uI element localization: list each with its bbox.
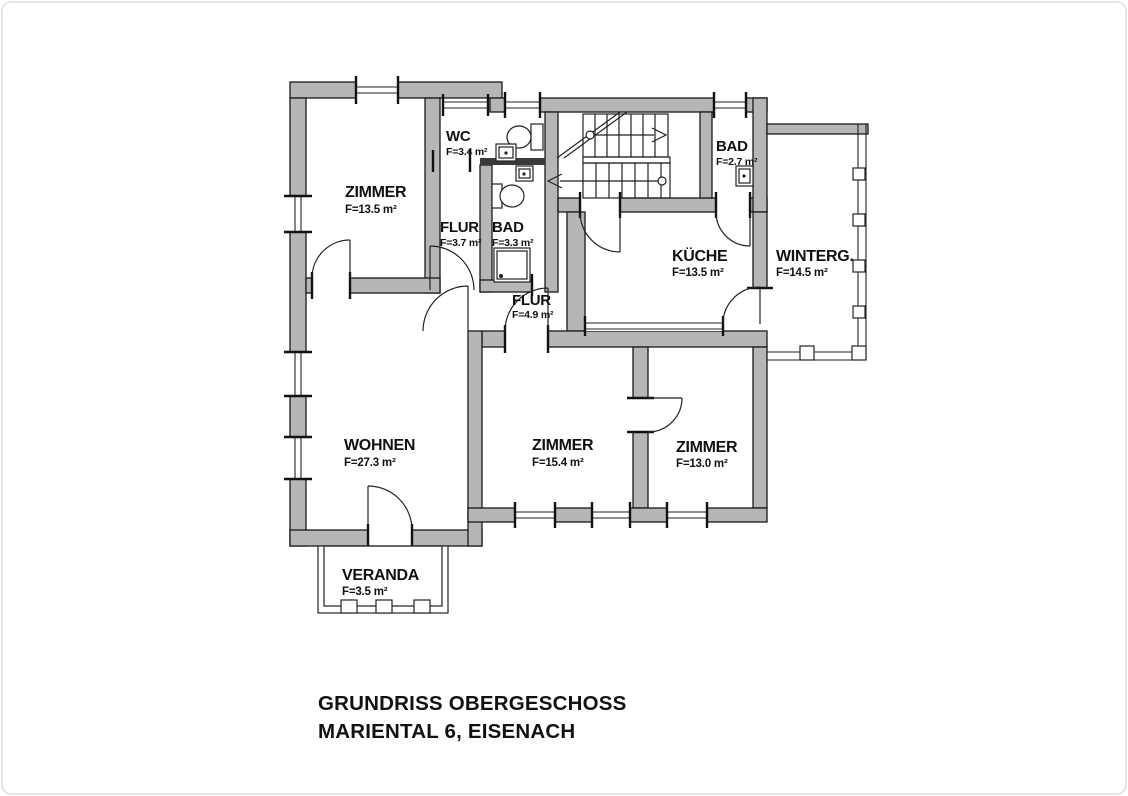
room-name: BAD [492,219,524,236]
plan-title-line1: GRUNDRISS OBERGESCHOSS [318,692,627,715]
veranda-post [340,599,358,614]
room-name: FLUR [440,219,479,236]
plan-title-line2: MARIENTAL 6, EISENACH [318,720,575,743]
room-name: ZIMMER [345,184,407,201]
wc-toilet-icon [506,125,532,149]
room-name: WINTERG. [776,248,854,265]
veranda-post [413,599,431,614]
bad-toilet-icon [499,184,525,208]
veranda-structure [317,545,449,614]
room-name: ZIMMER [676,439,738,456]
room-name: BAD [716,138,748,155]
title-block: GRUNDRISS OBERGESCHOSS MARIENTAL 6, EISE… [318,692,627,743]
stair-arrow-down-icon [546,173,563,189]
room-area: F=3.3 m² [492,237,534,249]
stair-up-start-circle [585,130,595,140]
room-label-veranda: VERANDA F=3.5 m² [342,567,420,598]
room-label-kueche: KÜCHE F=13.5 m² [672,246,728,279]
doors-layer [311,211,761,531]
room-label-zimmer-13-5: ZIMMER F=13.5 m² [345,184,407,216]
wc-toilet-tank-icon [530,123,544,151]
wall-ticks [284,76,773,552]
staircase [546,111,671,199]
room-area: F=2.7 m² [716,156,758,168]
room-label-flur-3-7: FLUR F=3.7 m² [440,219,482,249]
room-name: WOHNEN [344,437,415,454]
room-name: FLUR [512,292,551,309]
veranda-post [375,599,393,614]
stair-arrow-up-icon [651,127,668,143]
glass-post [852,259,866,273]
room-labels: ZIMMER F=13.5 m² WC F=3.4 m² FLUR F=3.7 … [342,128,854,598]
glass-post [799,345,815,361]
room-label-bad-3-3: BAD F=3.3 m² [492,219,534,249]
room-name: ZIMMER [532,437,594,454]
room-label-bad-2-7: BAD F=2.7 m² [716,138,758,168]
windows-layer [291,83,746,521]
room-area: F=13.5 m² [672,267,724,279]
room-name: VERANDA [342,567,420,584]
room-area: F=15.4 m² [532,457,584,469]
room-area: F=4.9 m² [512,309,554,321]
glass-post [852,213,866,227]
room-area: F=27.3 m² [344,457,396,469]
room-label-zimmer-15-4: ZIMMER F=15.4 m² [532,437,594,469]
room-area: F=14.5 m² [776,267,828,279]
room-label-zimmer-13-0: ZIMMER F=13.0 m² [676,439,738,470]
sanitary-fixtures [491,123,754,283]
glass-post [852,167,866,181]
room-label-wc: WC F=3.4 m² [446,128,488,158]
room-name: WC [446,128,471,145]
room-label-wohnen: WOHNEN F=27.3 m² [344,437,415,469]
wintergarten-glass-walls [767,124,867,361]
room-name: KÜCHE [672,246,728,265]
room-area: F=3.5 m² [342,586,388,598]
glass-post [851,345,867,361]
room-area: F=13.0 m² [676,458,728,470]
glass-post [852,305,866,319]
walls-layer [289,81,869,547]
stair-down-start-circle [657,176,667,186]
room-label-wintergarten: WINTERG. F=14.5 m² [776,248,854,279]
room-area: F=3.7 m² [440,237,482,249]
room-area: F=13.5 m² [345,204,397,216]
room-area: F=3.4 m² [446,146,488,158]
room-label-flur-4-9: FLUR F=4.9 m² [512,292,554,321]
